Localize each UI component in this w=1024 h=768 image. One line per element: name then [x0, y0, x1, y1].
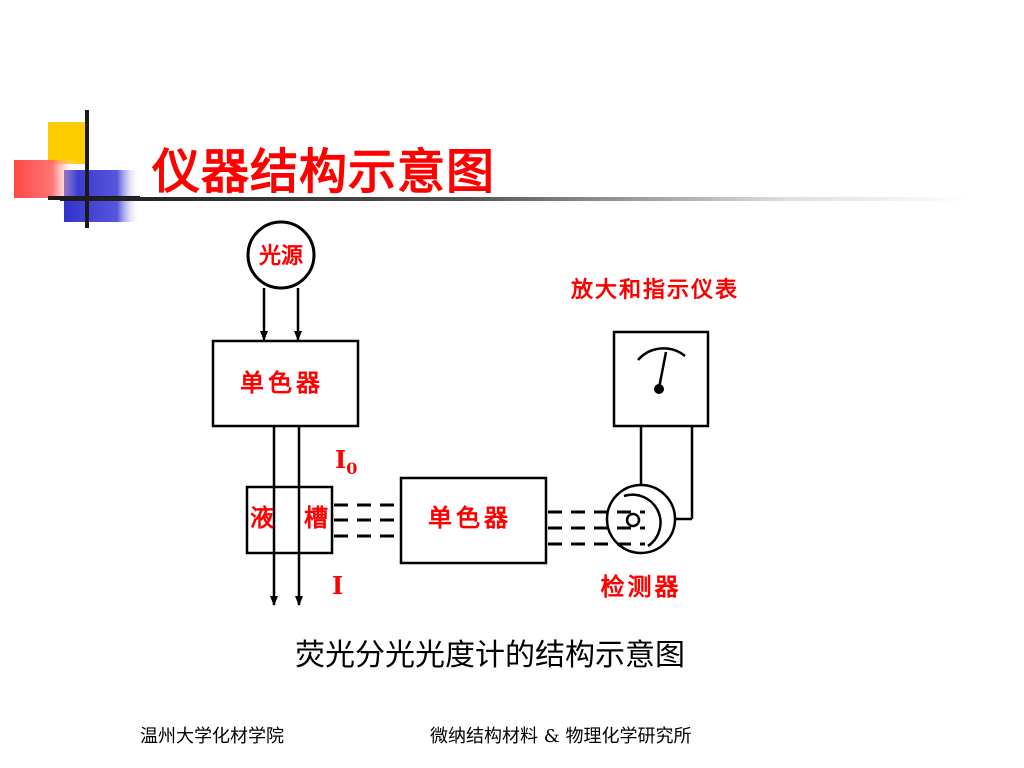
page-title: 仪器结构示意图 [152, 144, 496, 200]
meter-pivot [654, 384, 664, 394]
logo-red-square [14, 160, 78, 198]
light-source-circle [246, 220, 316, 290]
emission-beam-dashes [334, 503, 400, 538]
cuvette-label-right: 槽 [304, 503, 328, 532]
emission-monochromator-label: 单色器 [428, 503, 512, 532]
logo-yellow-square [48, 122, 86, 164]
cuvette-box [245, 485, 334, 555]
detector-cathode-arc [623, 493, 662, 548]
incident-intensity-label: I0 [335, 445, 357, 478]
detector-label: 检测器 [601, 572, 682, 601]
emission-monochromator-box [399, 476, 548, 565]
logo-vertical-bar [85, 110, 89, 228]
detector-beam-dashes [548, 510, 645, 546]
meter-label: 放大和指示仪表 [570, 277, 739, 303]
excitation-monochromator-box [211, 339, 360, 428]
excitation-monochromator-label: 单色器 [240, 368, 324, 397]
footer-right: 微纳结构材料 & 物理化学研究所 [430, 726, 692, 747]
meter-needle [657, 351, 668, 389]
transmitted-intensity-label: I [332, 571, 343, 600]
cuvette-label-left: 液 [250, 503, 274, 532]
title-underline [60, 197, 970, 201]
light-source-label: 光源 [258, 243, 303, 269]
slide-logo-icon [14, 110, 140, 228]
footer-left: 温州大学化材学院 [140, 726, 284, 747]
meter-scale-arc [637, 347, 686, 361]
detector-anode [625, 512, 641, 528]
figure-caption: 荧光分光光度计的结构示意图 [295, 638, 685, 673]
